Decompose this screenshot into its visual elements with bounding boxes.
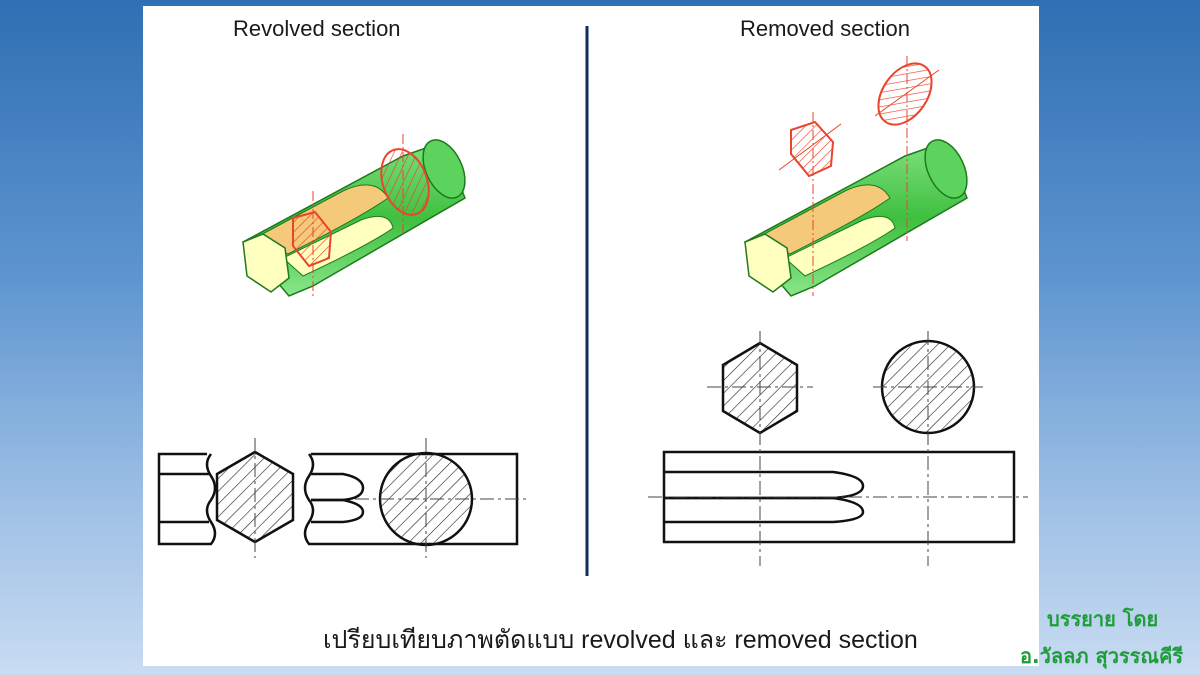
shaft-body-ortho (303, 452, 519, 546)
slide-panel: Revolved section Removed section เปรียบเ… (143, 6, 1039, 666)
slide-caption: เปรียบเทียบภาพตัดแบบ revolved และ remove… (323, 626, 918, 654)
revolved-circle-section (380, 148, 430, 216)
removed-pictorial (743, 56, 968, 297)
diagram-canvas (157, 26, 1028, 576)
removed-ortho-centerlines (648, 331, 1028, 566)
revolved-ortho-centerlines (254, 438, 527, 558)
shaft-flat-top-right (755, 184, 891, 255)
flat-curve-top (311, 472, 365, 502)
revolved-pictorial (241, 134, 466, 297)
credit-line-2: อ.วัลลภ สุวรรณคีรี (1020, 644, 1184, 668)
removed-section-heading: Removed section (740, 16, 910, 41)
shaft-stub-left (157, 452, 217, 546)
flat-curve-top-right (664, 470, 865, 500)
removed-hex-section (790, 120, 835, 178)
flat-curve-bottom (311, 498, 365, 524)
removed-orthographic (662, 339, 1016, 544)
shaft-round-end-right (924, 139, 968, 199)
removed-hex-axis (778, 123, 842, 171)
hex-end-face (242, 233, 290, 293)
shaft-round-end (422, 139, 466, 199)
credit-line-1: บรรยาย โดย (1047, 607, 1159, 631)
revolved-section-heading: Revolved section (233, 16, 401, 41)
flat-curve-bottom-right (664, 496, 865, 524)
revolved-hex-section (292, 210, 333, 268)
hex-end-face-right (744, 233, 792, 293)
